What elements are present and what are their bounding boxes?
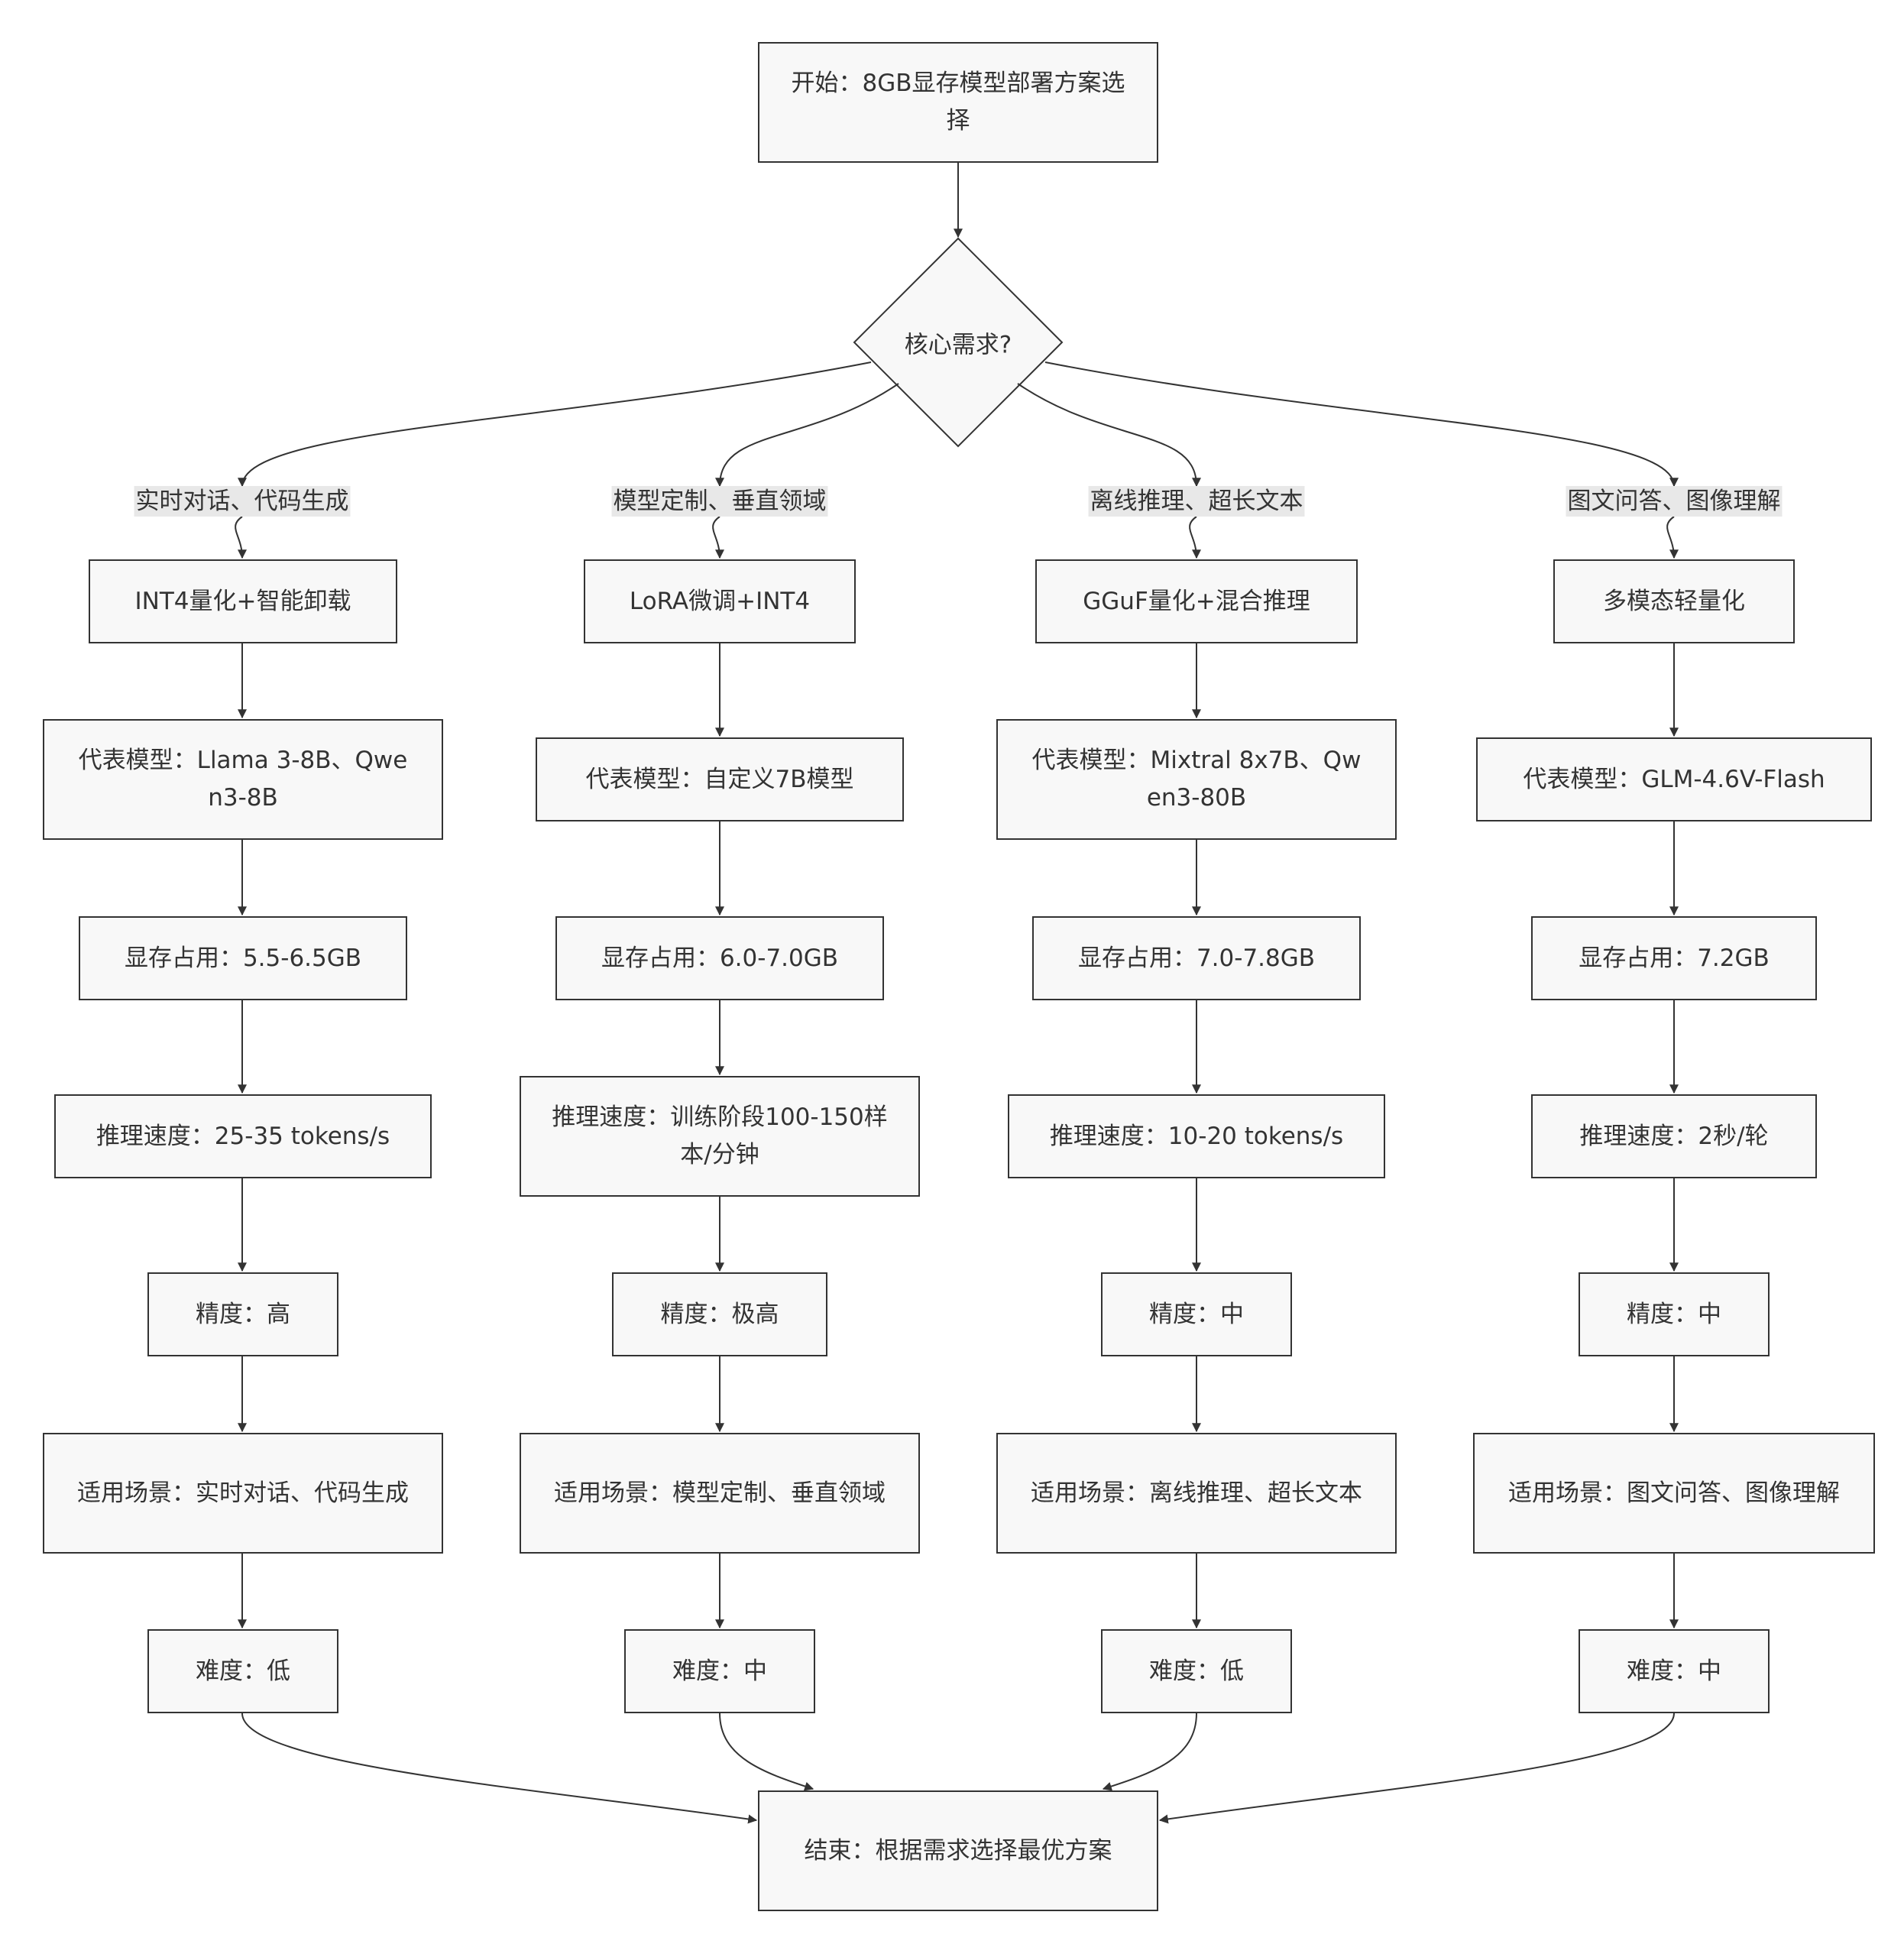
branch4-scenario-node: 适用场景：图文问答、图像理解 (1473, 1433, 1875, 1554)
edge-branch4-end (1158, 1713, 1675, 1824)
edge-decision-label-3 (1017, 383, 1201, 488)
branch2-method-node: LoRA微调+INT4 (584, 559, 856, 643)
branch4-memory-node: 显存占用：7.2GB (1531, 916, 1817, 1000)
start-node: 开始：8GB显存模型部署方案选择 (758, 42, 1158, 163)
start-node-label: 开始：8GB显存模型部署方案选择 (791, 70, 1125, 134)
branch2-model-node: 代表模型：自定义7B模型 (536, 737, 904, 821)
branch4-scenario-label: 适用场景：图文问答、图像理解 (1508, 1479, 1840, 1507)
branch1-speed-node: 推理速度：25-35 tokens/s (54, 1094, 432, 1178)
branch2-difficulty-node: 难度：中 (624, 1629, 815, 1713)
branch3-speed-label: 推理速度：10-20 tokens/s (1049, 1122, 1344, 1150)
branch2-memory-label: 显存占用：6.0-7.0GB (601, 944, 839, 972)
decision-diamond (853, 237, 1064, 448)
branch4-difficulty-label: 难度：中 (1627, 1657, 1721, 1685)
edge-label-multimodal: 图文问答、图像理解 (1566, 486, 1783, 517)
edge-branch3-end (1102, 1713, 1197, 1791)
edge-label-method-2 (712, 516, 724, 559)
branch4-precision-node: 精度：中 (1579, 1272, 1770, 1356)
branch2-speed-node: 推理速度：训练阶段100-150样本/分钟 (520, 1076, 920, 1197)
branch1-difficulty-node: 难度：低 (147, 1629, 338, 1713)
edge-decision-label-4 (1044, 361, 1679, 488)
branch1-memory-label: 显存占用：5.5-6.5GB (124, 944, 362, 972)
branch3-precision-node: 精度：中 (1101, 1272, 1292, 1356)
decision-label: 核心需求? (904, 331, 1012, 359)
branch4-model-label: 代表模型：GLM-4.6V-Flash (1523, 765, 1825, 793)
branch3-precision-label: 精度：中 (1149, 1300, 1244, 1328)
branch4-model-node: 代表模型：GLM-4.6V-Flash (1476, 737, 1872, 821)
edge-label-realtime: 实时对话、代码生成 (134, 486, 351, 517)
branch4-memory-label: 显存占用：7.2GB (1579, 944, 1770, 972)
edge-decision-label-2 (715, 383, 899, 488)
branch3-method-label: GGuF量化+混合推理 (1083, 587, 1310, 615)
branch1-scenario-node: 适用场景：实时对话、代码生成 (43, 1433, 443, 1554)
branch2-precision-label: 精度：极高 (660, 1300, 779, 1328)
edge-branch2-end (719, 1713, 814, 1791)
edge-decision-label-1 (238, 361, 872, 488)
branch3-speed-node: 推理速度：10-20 tokens/s (1008, 1094, 1385, 1178)
edge-label-custom: 模型定制、垂直领域 (611, 486, 828, 517)
branch4-method-label: 多模态轻量化 (1603, 587, 1745, 615)
end-node: 结束：根据需求选择最优方案 (758, 1790, 1158, 1911)
branch3-memory-label: 显存占用：7.0-7.8GB (1077, 944, 1316, 972)
branch2-memory-node: 显存占用：6.0-7.0GB (555, 916, 884, 1000)
branch1-model-node: 代表模型：Llama 3-8B、Qwen3-8B (43, 719, 443, 840)
branch3-model-label: 代表模型：Mixtral 8x7B、Qwen3-80B (1031, 747, 1362, 812)
end-node-label: 结束：根据需求选择最优方案 (804, 1836, 1112, 1865)
branch1-precision-node: 精度：高 (147, 1272, 338, 1356)
branch4-difficulty-node: 难度：中 (1579, 1629, 1770, 1713)
branch2-scenario-node: 适用场景：模型定制、垂直领域 (520, 1433, 920, 1554)
branch3-method-node: GGuF量化+混合推理 (1035, 559, 1358, 643)
branch1-difficulty-label: 难度：低 (196, 1657, 290, 1685)
branch3-model-node: 代表模型：Mixtral 8x7B、Qwen3-80B (996, 719, 1397, 840)
branch2-speed-label: 推理速度：训练阶段100-150样本/分钟 (552, 1103, 888, 1168)
branch2-precision-node: 精度：极高 (612, 1272, 827, 1356)
branch2-method-label: LoRA微调+INT4 (629, 587, 811, 615)
edge-label-method-3 (1189, 516, 1201, 559)
branch3-difficulty-label: 难度：低 (1149, 1657, 1244, 1685)
edge-branch1-end (241, 1713, 758, 1824)
branch1-precision-label: 精度：高 (196, 1300, 290, 1328)
branch1-method-node: INT4量化+智能卸载 (89, 559, 397, 643)
branch3-scenario-node: 适用场景：离线推理、超长文本 (996, 1433, 1397, 1554)
edge-label-offline: 离线推理、超长文本 (1088, 486, 1305, 517)
branch4-speed-node: 推理速度：2秒/轮 (1531, 1094, 1817, 1178)
branch2-model-label: 代表模型：自定义7B模型 (585, 765, 854, 793)
branch3-difficulty-node: 难度：低 (1101, 1629, 1292, 1713)
branch1-speed-label: 推理速度：25-35 tokens/s (96, 1122, 390, 1150)
edge-label-method-1 (235, 516, 247, 559)
branch1-model-label: 代表模型：Llama 3-8B、Qwen3-8B (78, 747, 408, 812)
branch3-memory-node: 显存占用：7.0-7.8GB (1032, 916, 1361, 1000)
branch1-memory-node: 显存占用：5.5-6.5GB (79, 916, 407, 1000)
branch4-speed-label: 推理速度：2秒/轮 (1579, 1122, 1769, 1150)
branch1-method-label: INT4量化+智能卸载 (134, 587, 351, 615)
branch3-scenario-label: 适用场景：离线推理、超长文本 (1031, 1479, 1362, 1507)
branch2-scenario-label: 适用场景：模型定制、垂直领域 (554, 1479, 886, 1507)
branch4-precision-label: 精度：中 (1627, 1300, 1721, 1328)
edge-label-method-4 (1666, 516, 1679, 559)
branch4-method-node: 多模态轻量化 (1553, 559, 1795, 643)
branch2-difficulty-label: 难度：中 (672, 1657, 767, 1685)
branch1-scenario-label: 适用场景：实时对话、代码生成 (77, 1479, 409, 1507)
